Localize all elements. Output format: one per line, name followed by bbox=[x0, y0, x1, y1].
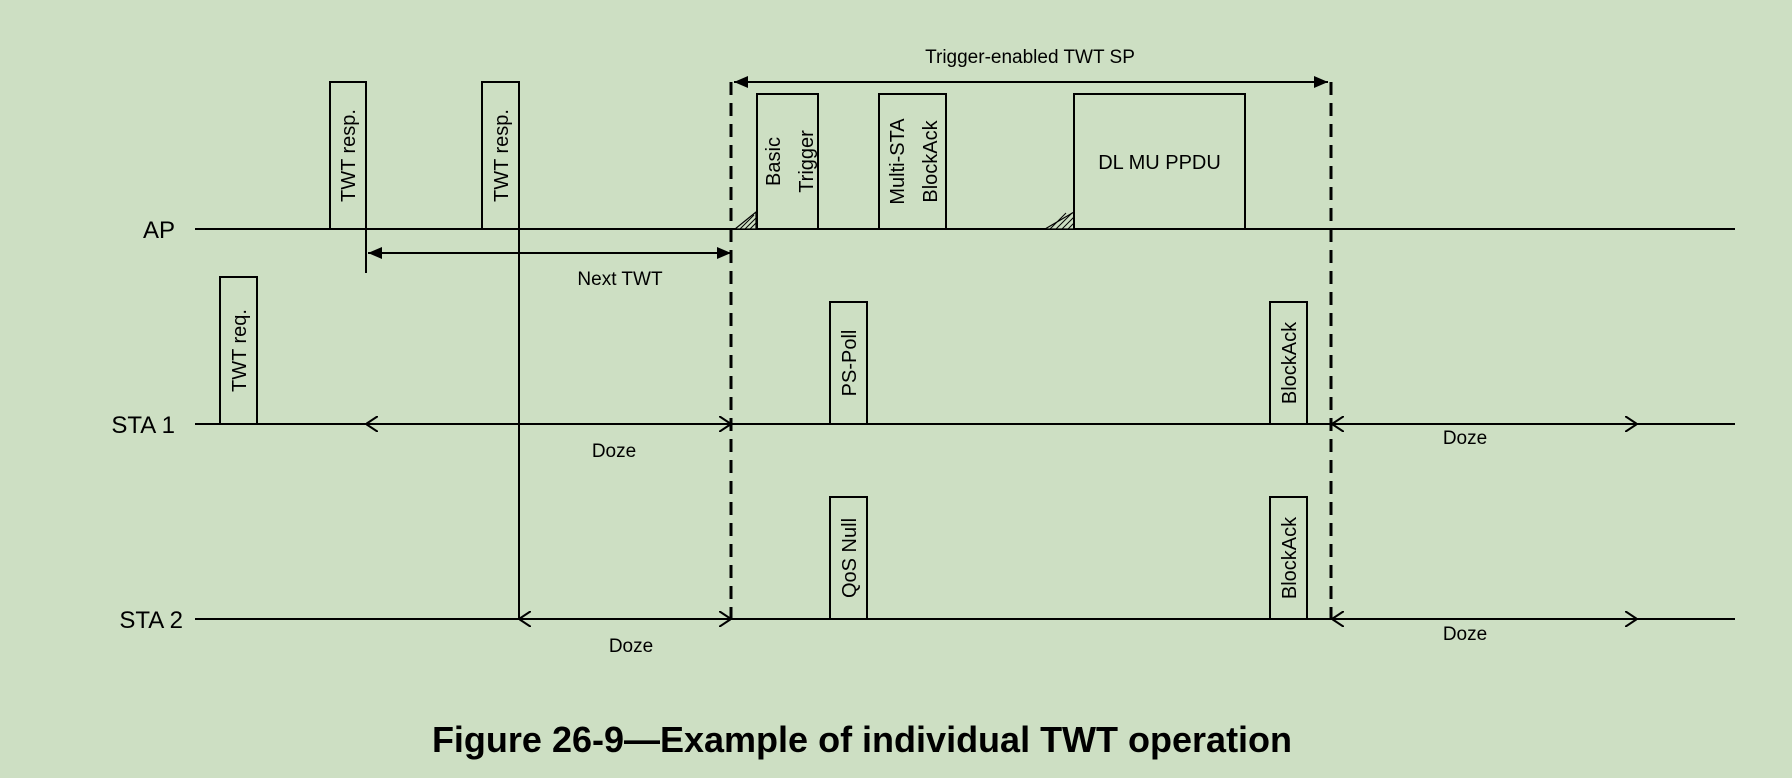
svg-text:Trigger: Trigger bbox=[796, 130, 818, 193]
sta1-blockack-frame: BlockAck bbox=[1269, 301, 1308, 425]
sta1-doze-label-1: Doze bbox=[592, 441, 636, 462]
sta2-blockack-frame: BlockAck bbox=[1269, 496, 1308, 620]
svg-text:BlockAck: BlockAck bbox=[1279, 516, 1301, 599]
svg-text:TWT req.: TWT req. bbox=[229, 309, 251, 392]
sta1-label: STA 1 bbox=[111, 412, 175, 439]
ap-basic-trigger-frame: Basic Trigger bbox=[756, 93, 819, 230]
next-twt-label: Next TWT bbox=[577, 269, 663, 290]
ap-dl-mu-ppdu-frame: DL MU PPDU bbox=[1073, 93, 1246, 230]
svg-text:DL MU PPDU: DL MU PPDU bbox=[1098, 152, 1221, 174]
ap-twt-resp-frame-2: TWT resp. bbox=[481, 81, 520, 230]
backoff-hatch-2 bbox=[1042, 210, 1075, 230]
trigger-sp-label: Trigger-enabled TWT SP bbox=[925, 47, 1135, 68]
sta2-doze-label-2: Doze bbox=[1443, 624, 1487, 645]
sta2-label: STA 2 bbox=[119, 607, 183, 634]
svg-text:Multi-STA: Multi-STA bbox=[887, 118, 909, 205]
sta1-ps-poll-frame: PS-Poll bbox=[829, 301, 868, 425]
sta1-doze-label-2: Doze bbox=[1443, 428, 1487, 449]
figure-caption: Figure 26-9—Example of individual TWT op… bbox=[432, 719, 1292, 760]
svg-text:Basic: Basic bbox=[763, 137, 785, 186]
ap-twt-resp-frame-1: TWT resp. bbox=[329, 81, 367, 230]
svg-text:BlockAck: BlockAck bbox=[920, 119, 942, 202]
sta2-qos-null-frame: QoS Null bbox=[829, 496, 868, 620]
svg-text:TWT resp.: TWT resp. bbox=[338, 109, 360, 202]
svg-text:BlockAck: BlockAck bbox=[1279, 321, 1301, 404]
svg-text:PS-Poll: PS-Poll bbox=[839, 330, 861, 397]
sta2-doze-label-1: Doze bbox=[609, 636, 653, 657]
sta1-twt-req-frame: TWT req. bbox=[219, 276, 258, 425]
svg-text:TWT resp.: TWT resp. bbox=[491, 109, 513, 202]
backoff-hatch-1 bbox=[733, 210, 757, 230]
ap-label: AP bbox=[143, 217, 175, 244]
svg-text:QoS Null: QoS Null bbox=[839, 518, 861, 598]
ap-multi-sta-blockack-frame: Multi-STA BlockAck bbox=[878, 93, 947, 230]
